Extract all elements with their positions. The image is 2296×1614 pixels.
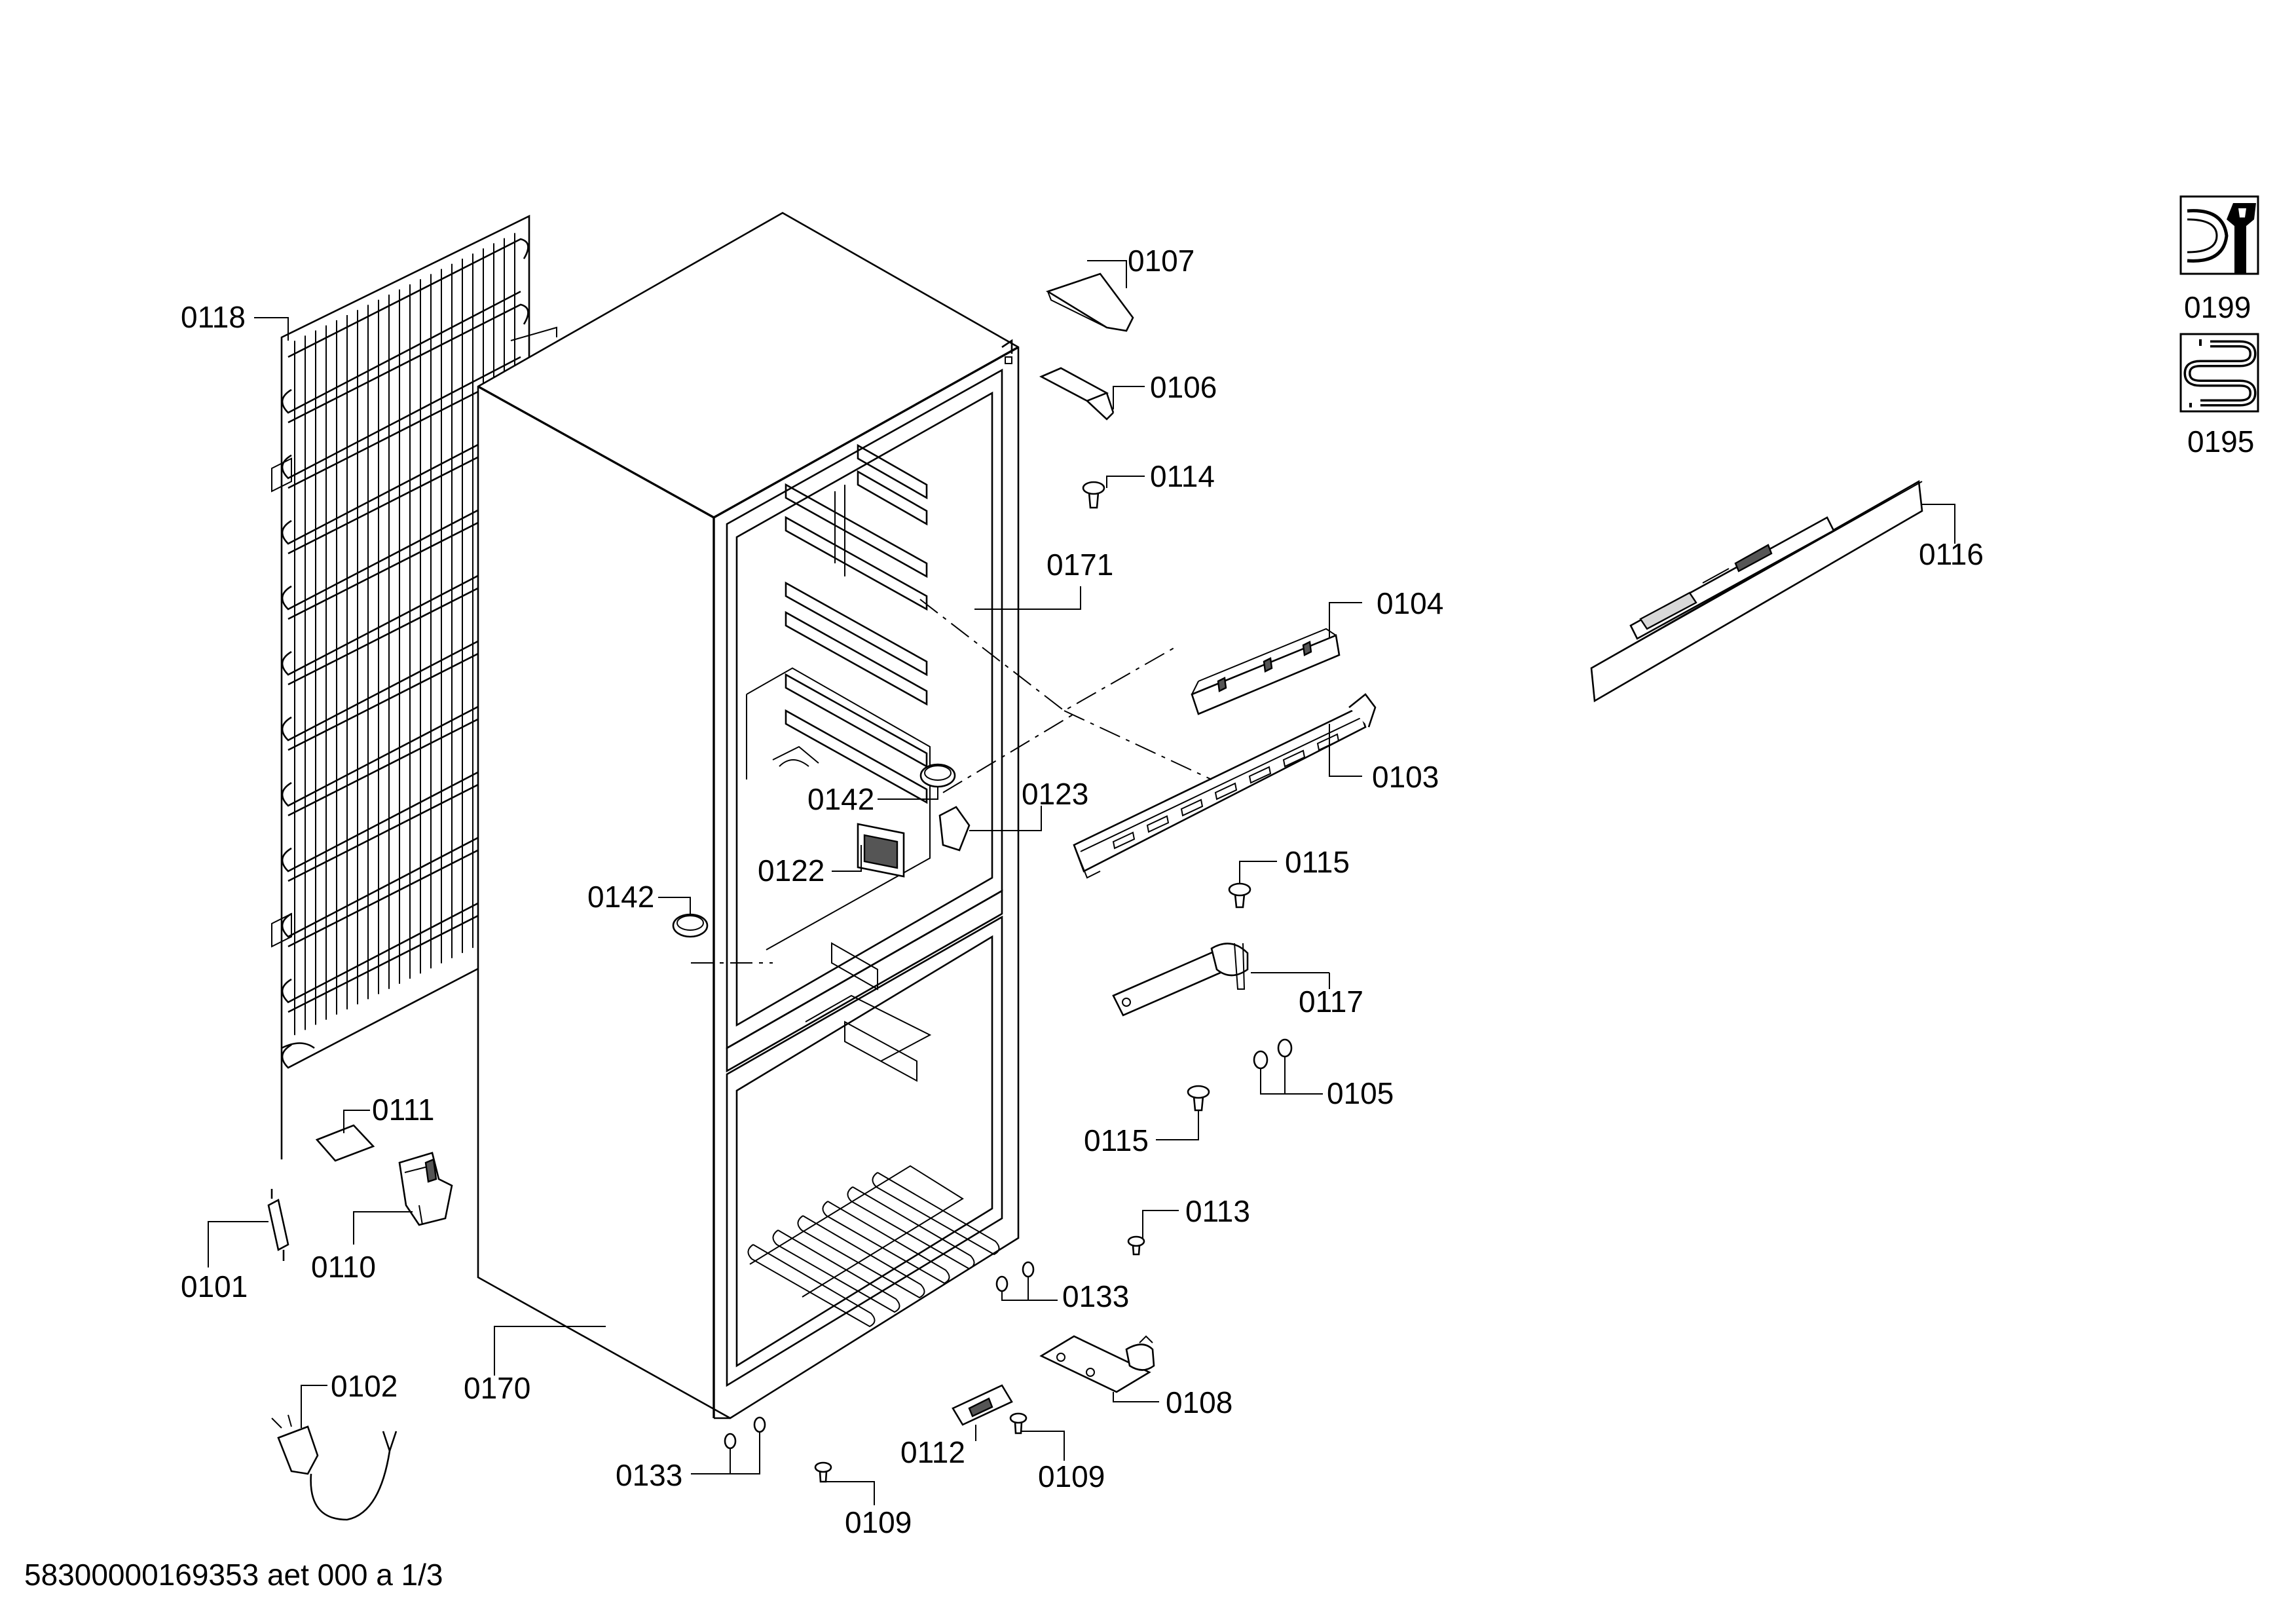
part-0115-screw-upper — [1228, 882, 1251, 909]
condenser-coil-icon — [2179, 333, 2259, 413]
knob-0142-side — [672, 913, 709, 938]
document-id: 58300000169353 aet 000 a 1/3 — [24, 1558, 443, 1592]
label-0133-right: 0133 — [1062, 1279, 1129, 1313]
label-0142-side: 0142 — [587, 880, 654, 914]
freezer-bin-slats — [747, 1172, 1000, 1328]
knob-0142-upper — [919, 763, 956, 788]
label-0107: 0107 — [1128, 244, 1194, 278]
part-0110-relay — [398, 1152, 453, 1226]
part-0109-screw-right — [1009, 1412, 1028, 1435]
label-0116: 0116 — [1919, 537, 1984, 571]
part-0116-door-handle-strip — [1590, 479, 1923, 703]
label-0195: 0195 — [2187, 424, 2254, 459]
label-0122: 0122 — [758, 854, 824, 888]
rating-plate-0122 — [857, 823, 905, 878]
label-0104: 0104 — [1377, 586, 1443, 620]
part-0114-screw — [1082, 481, 1105, 509]
label-0103: 0103 — [1372, 760, 1439, 794]
part-0112-foot-cover — [952, 1384, 1013, 1426]
label-0109-right: 0109 — [1038, 1459, 1105, 1493]
label-0105: 0105 — [1327, 1076, 1394, 1110]
part-0106-top-hinge — [1039, 367, 1115, 421]
leader-lines — [208, 260, 1955, 1505]
label-0108: 0108 — [1166, 1385, 1232, 1419]
part-0104-control-housing — [1191, 628, 1341, 715]
label-0118: 0118 — [181, 300, 246, 334]
part-0108-bottom-hinge — [1039, 1335, 1155, 1393]
label-0112: 0112 — [900, 1435, 965, 1469]
label-0114: 0114 — [1150, 459, 1215, 493]
label-0109-left: 0109 — [845, 1505, 912, 1539]
label-0106: 0106 — [1150, 370, 1217, 404]
part-0117-middle-hinge — [1112, 943, 1249, 1017]
part-0107-hinge-cover — [1045, 272, 1134, 332]
control-bar-slots — [1112, 733, 1340, 850]
label-0117: 0117 — [1299, 985, 1363, 1019]
label-0110: 0110 — [311, 1250, 376, 1284]
label-0113: 0113 — [1185, 1194, 1250, 1228]
refrigerator-cabinet — [477, 212, 1020, 1419]
part-0111-plate — [315, 1124, 375, 1162]
label-0199: 0199 — [2184, 290, 2251, 324]
label-0171: 0171 — [1046, 548, 1113, 582]
part-0113-screw — [1127, 1235, 1145, 1256]
label-0133-bottom: 0133 — [616, 1458, 682, 1492]
part-0101-filter-dryer — [267, 1189, 289, 1261]
label-0111: 0111 — [372, 1093, 435, 1127]
assembly-lines — [691, 599, 1212, 964]
part-0103-control-bar — [1073, 693, 1377, 879]
label-0101: 0101 — [181, 1269, 248, 1304]
part-0109-screw-left — [814, 1461, 832, 1483]
part-0102-power-cord — [271, 1414, 398, 1521]
label-0123: 0123 — [1022, 777, 1088, 811]
label-0142-upper: 0142 — [807, 782, 874, 816]
label-0115-lower: 0115 — [1084, 1123, 1149, 1157]
label-0115-upper: 0115 — [1285, 845, 1350, 879]
part-0115-screw-lower — [1187, 1085, 1210, 1112]
lamp-cover-0123 — [938, 806, 971, 852]
part-0133-feet-bottom — [724, 1416, 766, 1450]
part-0105-bushings — [1253, 1038, 1293, 1070]
part-labels: 0118 0107 0106 0114 0171 0104 0103 0116 … — [181, 244, 2254, 1539]
label-0102: 0102 — [331, 1369, 398, 1403]
shelf-rails — [785, 443, 928, 804]
label-0170: 0170 — [464, 1371, 530, 1405]
wrench-service-icon — [2179, 195, 2259, 275]
